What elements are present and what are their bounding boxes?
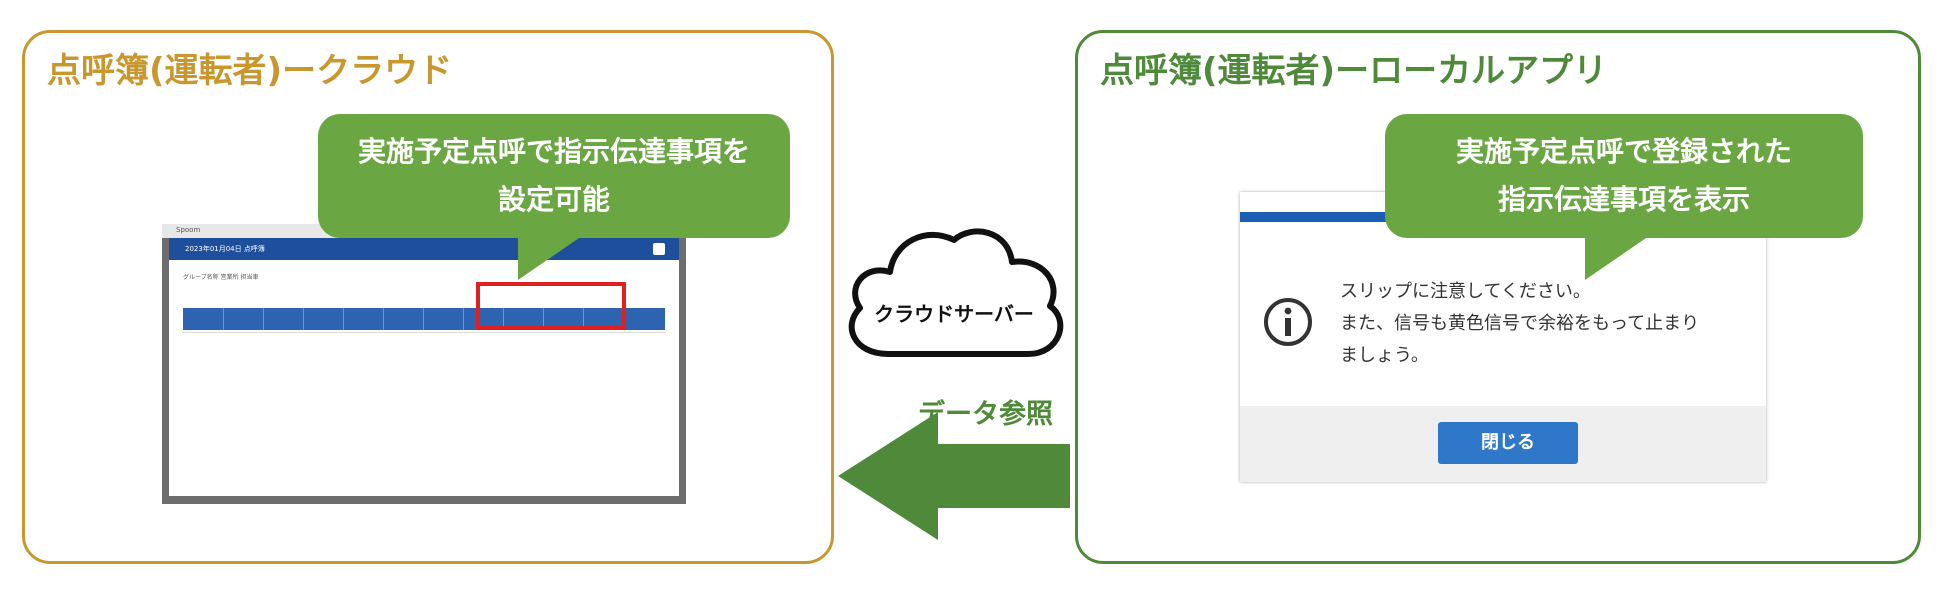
cloud-panel: 点呼簿(運転者)ークラウド (22, 30, 834, 564)
instruction-dialog: スリップに注意してください。 また、信号も黄色信号で余裕をもって止まり ましょう… (1240, 192, 1766, 482)
screenshot-button (653, 243, 665, 255)
screenshot-title: 2023年01月04日 点呼簿 (185, 245, 265, 253)
screenshot-window: 2023年01月04日 点呼簿 グループ名称 営業所 担当車 (169, 238, 679, 496)
cloud-app-screenshot: Spoom 2023年01月04日 点呼簿 グループ名称 営業所 担当車 (162, 224, 686, 504)
local-app-panel-title: 点呼簿(運転者)ーローカルアプリ (1100, 51, 1608, 91)
screenshot-title-bar: 2023年01月04日 点呼簿 (169, 238, 679, 260)
dialog-message: スリップに注意してください。 また、信号も黄色信号で余裕をもって止まり ましょう… (1340, 281, 1700, 366)
screenshot-app-label: Spoom (176, 226, 201, 234)
cloud-callout: 実施予定点呼で指示伝達事項を 設定可能 (318, 114, 790, 280)
local-app-panel: 点呼簿(運転者)ーローカルアプリ (1075, 30, 1921, 564)
data-reference-label: データ参照 (918, 399, 1053, 430)
highlight-box (476, 282, 626, 330)
local-app-callout-line1: 実施予定点呼で登録された (1455, 135, 1792, 168)
cloud-callout-line1: 実施予定点呼で指示伝達事項を (357, 135, 750, 168)
close-button[interactable]: 閉じる (1438, 422, 1578, 464)
screenshot-filters: グループ名称 営業所 担当車 (183, 274, 259, 281)
screenshot-table-row (183, 332, 665, 333)
cloud-server-label: クラウドサーバー (874, 302, 1034, 326)
local-app-callout-line2: 指示伝達事項を表示 (1497, 183, 1750, 216)
screenshot-table-header (183, 308, 665, 330)
callout-tail (518, 236, 582, 280)
cloud-server: クラウドサーバー (836, 222, 1072, 362)
cloud-icon (848, 228, 1064, 357)
local-app-callout: 実施予定点呼で登録された 指示伝達事項を表示 (1385, 114, 1863, 280)
callout-tail (1585, 236, 1649, 280)
cloud-panel-title: 点呼簿(運転者)ークラウド (47, 51, 453, 91)
cloud-callout-line2: 設定可能 (497, 183, 610, 216)
info-icon (1264, 298, 1312, 346)
left-arrow-icon (838, 412, 1070, 540)
